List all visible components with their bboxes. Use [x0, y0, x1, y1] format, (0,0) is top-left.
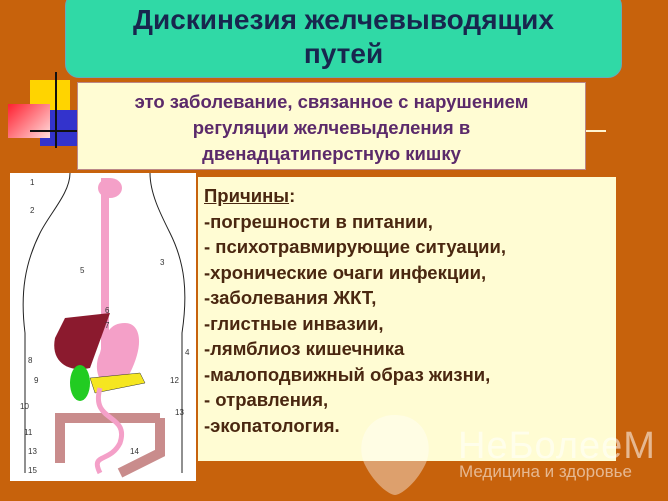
decor-red-square	[8, 104, 50, 138]
cause-item: -заболевания ЖКТ,	[204, 287, 377, 308]
definition-line-1: это заболевание, связанное с нарушением	[134, 91, 529, 112]
diagram-label: 11	[24, 428, 33, 437]
title-line-1: Дискинезия желчевыводящих	[133, 4, 554, 35]
cause-item: -погрешности в питании,	[204, 210, 433, 232]
causes-colon: :	[289, 185, 296, 206]
digestive-system-diagram: 1 2 3 4 5 6 7 8 9 10 11 12 13 13 14 15	[10, 172, 196, 481]
diagram-label: 8	[28, 356, 33, 365]
decor-right-line	[586, 130, 606, 132]
causes-heading: Причины	[204, 185, 290, 206]
causes-box: Причины: -погрешности в питании, - психо…	[198, 177, 616, 461]
diagram-label: 13	[28, 447, 37, 456]
definition-line-3: двенадцатиперстную кишку	[202, 143, 461, 164]
diagram-label: 6	[105, 306, 110, 315]
diagram-label: 2	[30, 206, 35, 215]
watermark-brand: НеБолееМ	[458, 425, 656, 467]
diagram-label: 15	[28, 466, 37, 475]
cause-item: - психотравмирующие ситуации,	[204, 236, 506, 257]
diagram-label: 10	[20, 402, 29, 411]
diagram-label: 1	[30, 178, 35, 187]
diagram-label: 7	[105, 321, 110, 330]
decor-vertical-line	[55, 72, 57, 148]
definition-line-2: регуляции желчевыделения в	[192, 117, 471, 138]
cause-item: -экопатология.	[204, 414, 340, 436]
decor-horizontal-line	[30, 130, 80, 132]
diagram-label: 12	[170, 376, 179, 385]
watermark-logo-icon	[361, 415, 429, 495]
cause-item: -глистные инвазии,	[204, 312, 384, 334]
diagram-label: 5	[80, 266, 85, 275]
cause-item: -малоподвижный образ жизни,	[204, 363, 491, 385]
definition-box: это заболевание, связанное с нарушением …	[77, 82, 586, 170]
title-line-2: путей	[303, 38, 384, 69]
diagram-label: 9	[34, 376, 39, 385]
cause-item: - отравления,	[204, 389, 329, 410]
slide-title: Дискинезия желчевыводящих путей	[65, 0, 622, 78]
diagram-label: 3	[160, 258, 165, 267]
diagram-label: 14	[130, 447, 139, 456]
watermark-tagline: Медицина и здоровье	[459, 462, 632, 481]
cause-item: -хронические очаги инфекции,	[204, 261, 487, 283]
diagram-label: 4	[185, 348, 190, 357]
cause-item: -лямблиоз кишечника	[204, 338, 405, 359]
diagram-label: 13	[175, 408, 184, 417]
